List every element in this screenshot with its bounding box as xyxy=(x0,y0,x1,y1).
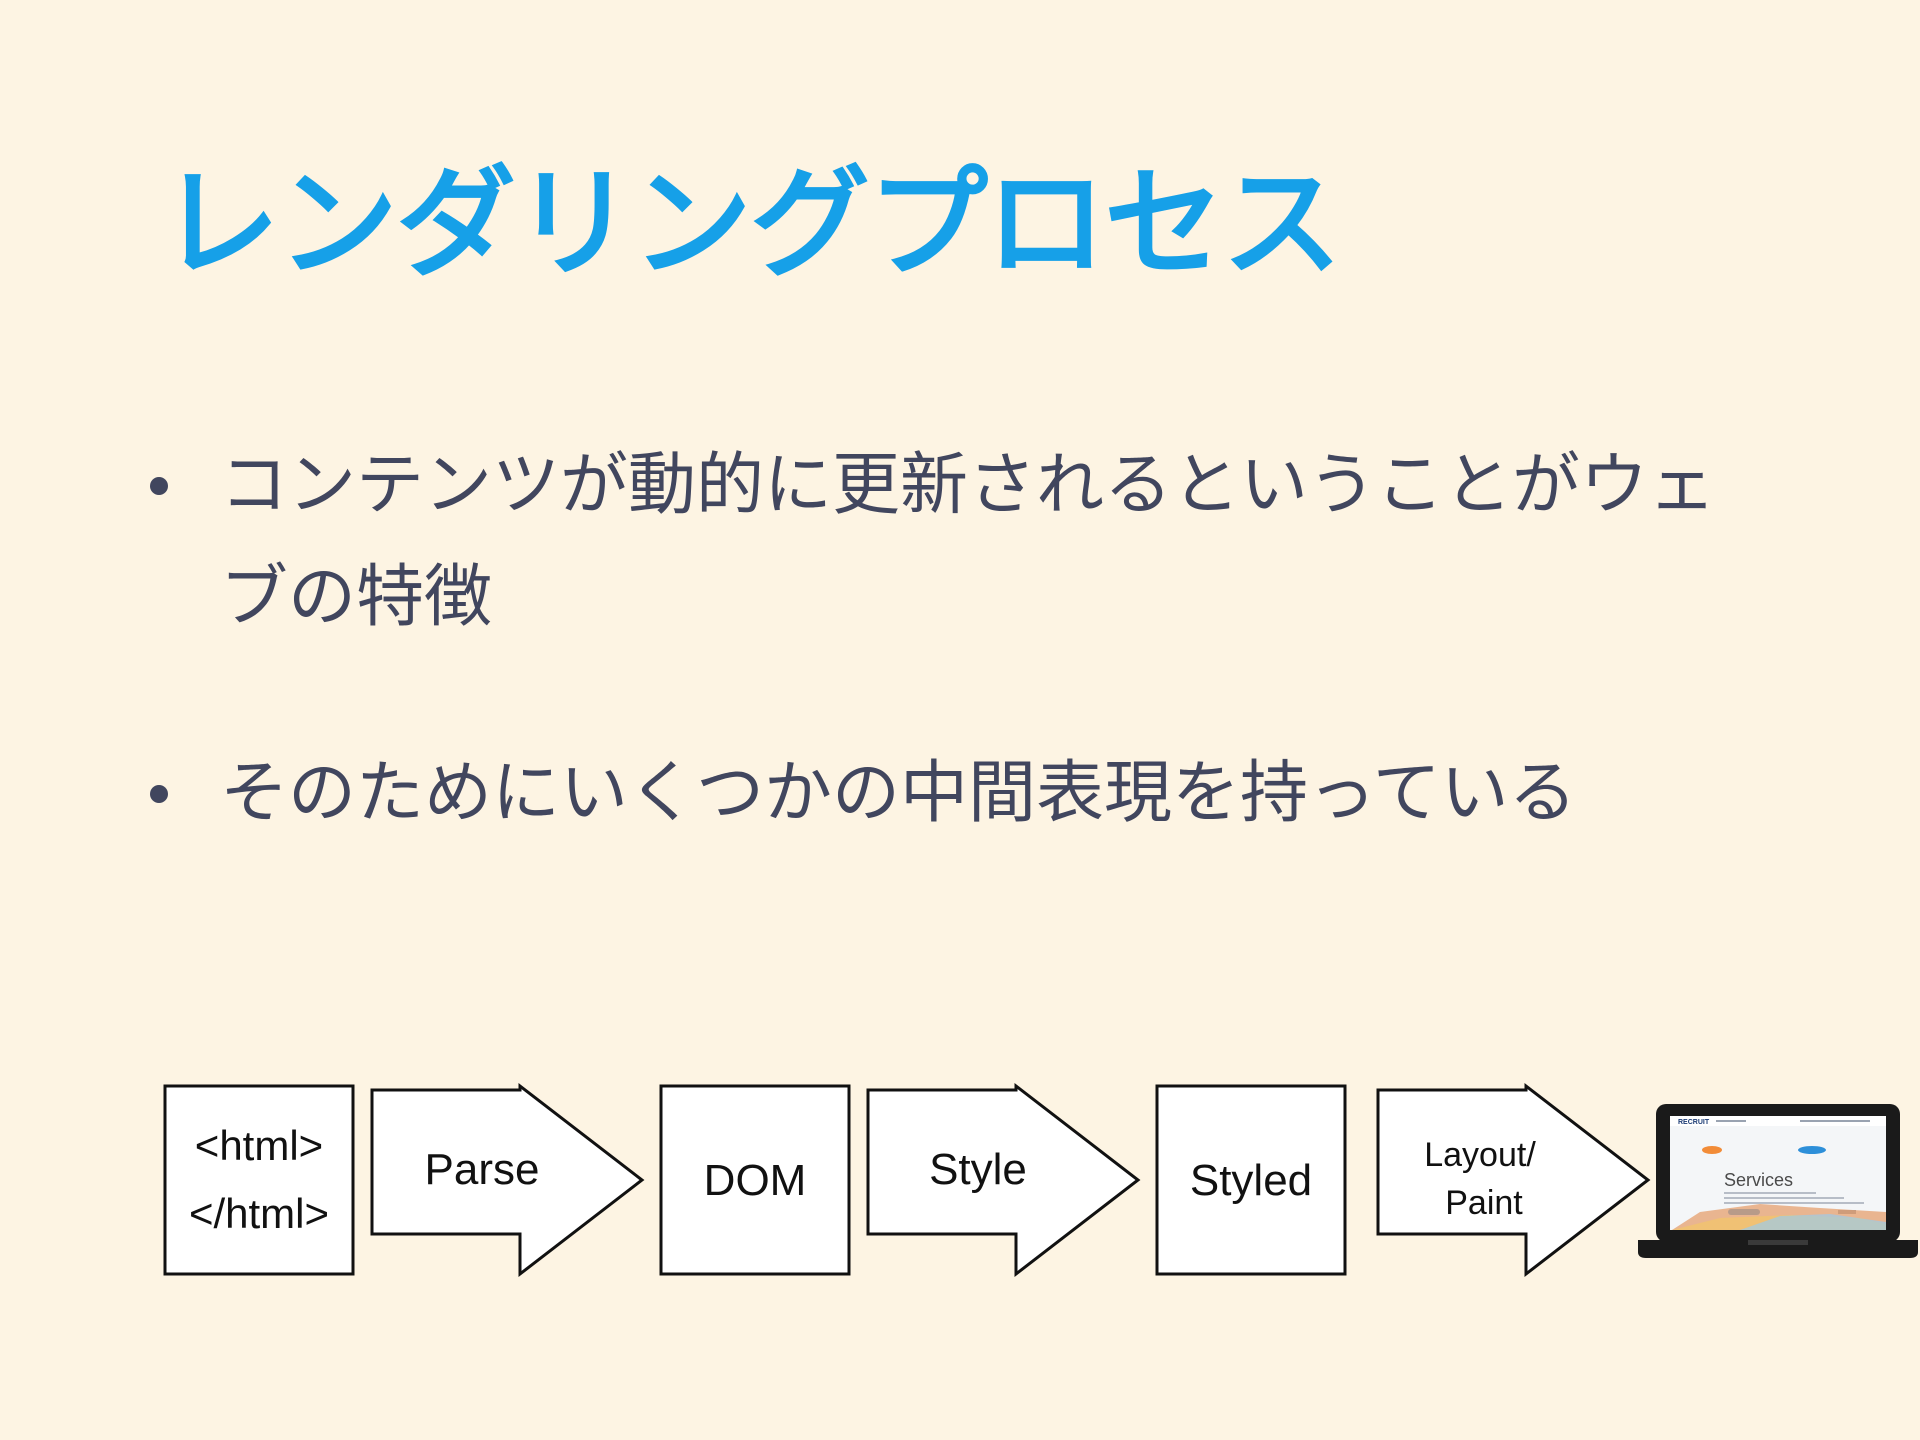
styled-node: Styled xyxy=(1155,1084,1347,1276)
bullet-dot-icon xyxy=(150,477,168,495)
parse-arrow-label: Parse xyxy=(425,1145,540,1194)
styled-node-label: Styled xyxy=(1190,1156,1312,1205)
bullet-list: コンテンツが動的に更新されるということがウェブの特徴 そのためにいくつかの中間表… xyxy=(140,430,1760,850)
html-node-label-line2: </html> xyxy=(189,1190,329,1237)
dom-node-label: DOM xyxy=(704,1156,807,1205)
parse-arrow: Parse xyxy=(370,1082,645,1278)
style-arrow: Style xyxy=(866,1082,1141,1278)
slide-title: レンダリングプロセス xyxy=(160,155,1342,294)
layout-paint-arrow-label-line2: Paint xyxy=(1445,1184,1523,1222)
laptop-screen-heading: Services xyxy=(1724,1170,1793,1190)
bullet-dot-icon xyxy=(150,785,168,803)
dom-node: DOM xyxy=(659,1084,851,1276)
bullet-text: そのためにいくつかの中間表現を持っている xyxy=(220,754,1577,833)
bullet-item: そのためにいくつかの中間表現を持っている xyxy=(140,738,1760,850)
laptop-screen-brand: RECRUIT xyxy=(1678,1119,1710,1126)
bullet-text: コンテンツが動的に更新されるということがウェブの特徴 xyxy=(220,446,1717,637)
laptop-icon: RECRUIT Services xyxy=(1638,1104,1918,1258)
html-node-label-line1: <html> xyxy=(195,1122,323,1169)
style-arrow-label: Style xyxy=(929,1145,1027,1194)
bullet-item: コンテンツが動的に更新されるということがウェブの特徴 xyxy=(140,430,1760,654)
layout-paint-arrow-label-line1: Layout/ xyxy=(1424,1136,1536,1174)
laptop-screen-content: RECRUIT Services xyxy=(1670,1116,1886,1230)
layout-paint-arrow: Layout/ Paint xyxy=(1376,1082,1651,1278)
html-node: <html> </html> xyxy=(163,1084,355,1276)
